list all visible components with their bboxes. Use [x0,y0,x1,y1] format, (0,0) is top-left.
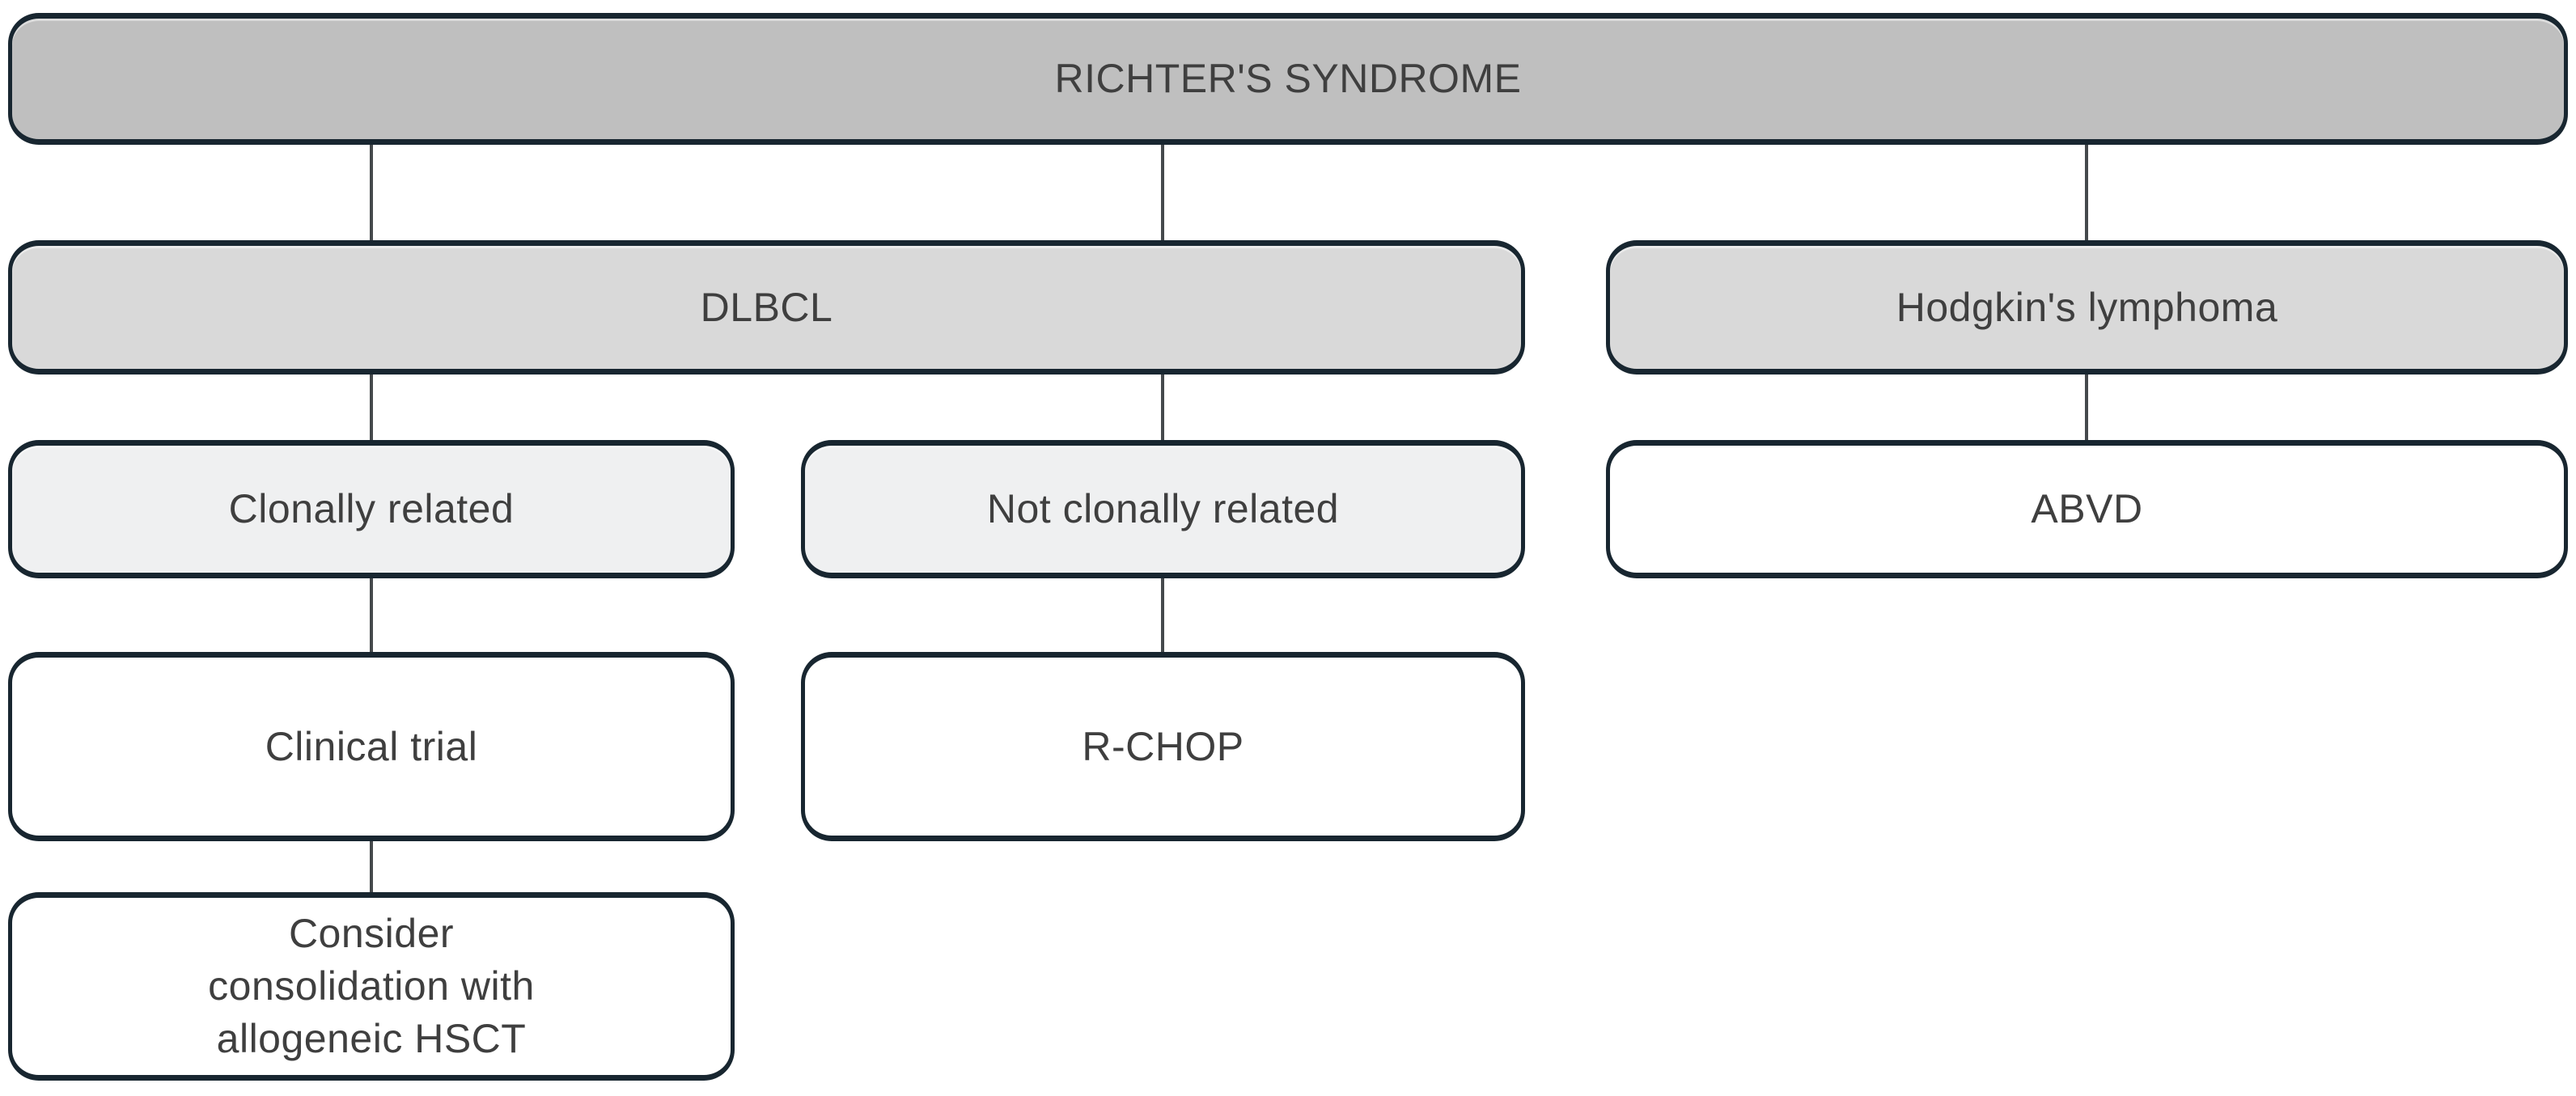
node-abvd-label: ABVD [2031,486,2143,531]
node-richters-syndrome: RICHTER'S SYNDROME [8,13,2568,145]
edge-richters-to-dlbcl-right [1161,145,1164,240]
node-consider-consolidation-hsct-label: Consider consolidation with allogeneic H… [208,911,535,1061]
node-hodgkins-lymphoma: Hodgkin's lymphoma [1606,240,2568,375]
node-richters-syndrome-label: RICHTER'S SYNDROME [1054,56,1522,101]
node-r-chop-label: R-CHOP [1082,723,1244,769]
edge-clonally-to-clinical-trial [370,578,373,652]
node-clonally-related: Clonally related [8,440,735,578]
node-not-clonally-related-label: Not clonally related [986,486,1340,531]
node-not-clonally-related: Not clonally related [801,440,1525,578]
edge-dlbcl-to-clonally [370,375,373,440]
edge-richters-to-hodgkin [2085,145,2088,240]
edge-clinical-trial-to-consider [370,841,373,892]
node-hodgkins-lymphoma-label: Hodgkin's lymphoma [1896,284,2278,330]
node-clinical-trial-label: Clinical trial [265,723,478,769]
edge-dlbcl-to-not-clonally [1161,375,1164,440]
edge-richters-to-dlbcl-left [370,145,373,240]
edge-not-clonally-to-rchop [1161,578,1164,652]
node-dlbcl: DLBCL [8,240,1525,375]
node-consider-consolidation-hsct: Consider consolidation with allogeneic H… [8,892,735,1081]
node-dlbcl-label: DLBCL [700,284,833,330]
node-r-chop: R-CHOP [801,652,1525,841]
node-abvd: ABVD [1606,440,2568,578]
edge-hodgkin-to-abvd [2085,375,2088,440]
node-clonally-related-label: Clonally related [228,486,515,531]
node-clinical-trial: Clinical trial [8,652,735,841]
